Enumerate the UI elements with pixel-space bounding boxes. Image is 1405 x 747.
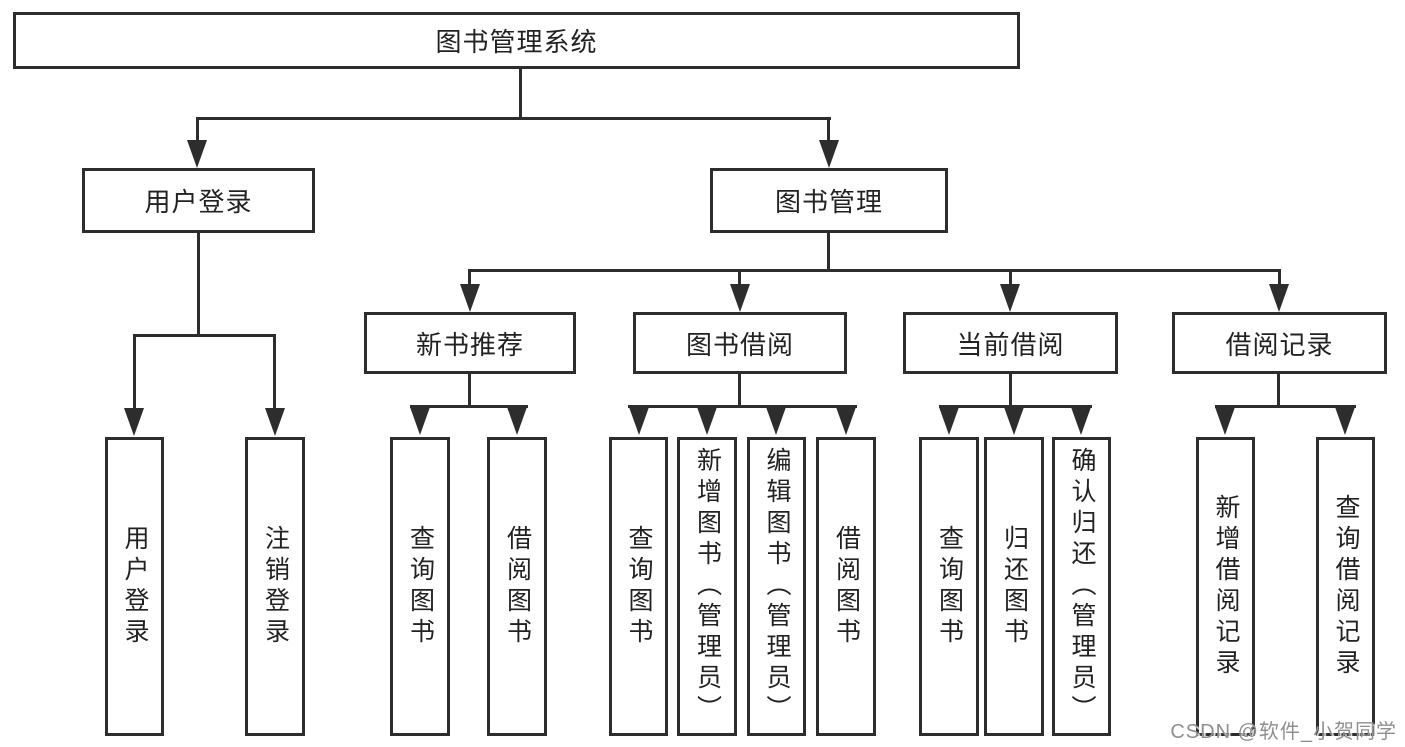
connector-current-borrow-bar (939, 405, 1092, 408)
arrowhead-add-borrow-record (1215, 407, 1235, 435)
node-add-borrow-record: 新增借阅记录 (1196, 437, 1255, 736)
node-query-books-newbook: 查询图书 (390, 437, 450, 736)
arrowhead-query-books-1 (410, 407, 430, 435)
arrowhead-query-books-2 (629, 407, 649, 435)
connector-drop-new-book (468, 269, 471, 286)
connector-user-login-stem (197, 233, 200, 337)
node-borrow-books-leaf: 借阅图书 (816, 437, 876, 736)
node-borrow-books-newbook: 借阅图书 (487, 437, 547, 736)
arrowhead-current-borrow (1000, 284, 1020, 312)
node-edit-books-admin: 编辑图书（管理员） (747, 437, 806, 736)
node-logout-leaf: 注销登录 (245, 437, 305, 736)
connector-drop-book-management (827, 117, 830, 141)
node-user-login-leaf: 用户登录 (105, 437, 164, 736)
node-confirm-return-admin: 确认归还（管理员） (1052, 437, 1111, 736)
connector-drop-login-leaf (133, 334, 136, 410)
connector-drop-book-borrow (738, 269, 741, 286)
arrowhead-query-borrow-record (1335, 407, 1355, 435)
node-root: 图书管理系统 (13, 12, 1020, 69)
connector-borrow-record-stem (1277, 374, 1280, 408)
node-query-borrow-record: 查询借阅记录 (1316, 437, 1375, 736)
connector-book-management-stem (827, 233, 830, 272)
connector-current-borrow-stem (1009, 374, 1012, 408)
node-book-management: 图书管理 (710, 168, 948, 233)
arrowhead-add-books (697, 407, 717, 435)
arrowhead-confirm-return (1071, 407, 1091, 435)
arrowhead-query-books-3 (939, 407, 959, 435)
watermark: CSDN @软件_小贺同学 (1170, 721, 1397, 743)
arrowhead-book-borrow (730, 284, 750, 312)
arrowhead-logout-leaf (265, 408, 285, 436)
connector-book-borrow-bar (628, 405, 857, 408)
connector-drop-current-borrow (1009, 269, 1012, 286)
arrowhead-edit-books (766, 407, 786, 435)
arrowhead-borrow-record (1269, 284, 1289, 312)
connector-level2-bar (196, 117, 831, 120)
node-user-login: 用户登录 (82, 168, 315, 233)
node-query-books-borrow: 查询图书 (609, 437, 668, 736)
connector-root-stem (519, 69, 522, 120)
node-borrow-record: 借阅记录 (1172, 312, 1387, 374)
node-book-borrow: 图书借阅 (633, 312, 847, 374)
connector-drop-borrow-record (1278, 269, 1281, 286)
connector-borrow-record-bar (1215, 405, 1356, 408)
node-current-borrow: 当前借阅 (903, 312, 1118, 374)
arrowhead-borrow-books-1 (507, 407, 527, 435)
arrowhead-new-book (460, 284, 480, 312)
arrowhead-return-books (1004, 407, 1024, 435)
node-query-books-current: 查询图书 (919, 437, 979, 736)
node-return-books: 归还图书 (984, 437, 1044, 736)
connector-level3-bar (468, 269, 1281, 272)
connector-new-book-stem (468, 374, 471, 408)
node-new-book-recommend: 新书推荐 (364, 312, 576, 374)
arrowhead-borrow-books-2 (836, 407, 856, 435)
arrowhead-login-leaf (124, 408, 144, 436)
connector-drop-user-login (196, 117, 199, 141)
connector-user-login-bar (133, 334, 276, 337)
node-add-books-admin: 新增图书（管理员） (677, 437, 737, 736)
connector-book-borrow-stem (738, 374, 741, 408)
arrowhead-book-management (819, 140, 839, 168)
arrowhead-user-login (187, 140, 207, 168)
connector-drop-logout-leaf (273, 334, 276, 410)
connector-new-book-bar (410, 405, 528, 408)
